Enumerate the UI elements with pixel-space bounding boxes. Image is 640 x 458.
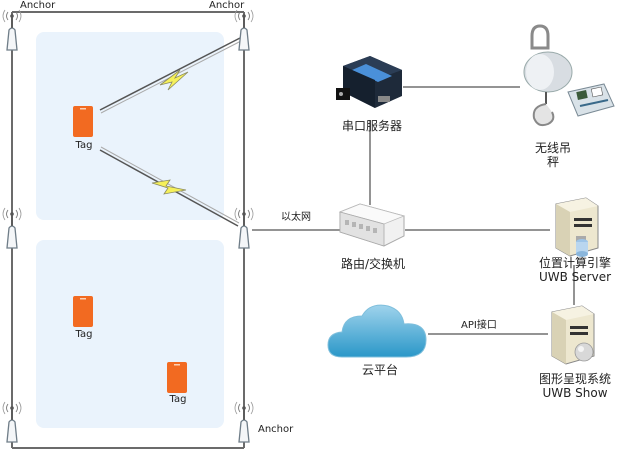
anchor-icon xyxy=(238,225,250,249)
wireless-scale-label: 无线吊 秤 xyxy=(534,141,572,169)
lightning-icon xyxy=(151,179,187,195)
anchor-icon xyxy=(238,27,250,51)
wireless-scale-icon[interactable] xyxy=(523,24,615,127)
tag-device-icon xyxy=(167,362,187,393)
zone-lower xyxy=(36,240,224,428)
anchor-2[interactable] xyxy=(234,9,254,51)
tag-device-icon xyxy=(73,106,93,137)
tag-label-3: Tag xyxy=(169,394,187,405)
anchor-6[interactable] xyxy=(234,401,254,443)
switch-label: 路由/交换机 xyxy=(340,257,406,271)
network-lines xyxy=(252,86,575,335)
anchor-icon xyxy=(6,27,18,51)
switch-icon[interactable] xyxy=(338,203,406,247)
tag-1[interactable] xyxy=(73,106,93,137)
tag-3[interactable] xyxy=(167,362,187,393)
anchor-5[interactable] xyxy=(2,401,22,443)
anchor-label-top-left: Anchor xyxy=(20,0,56,11)
tag-label-2: Tag xyxy=(75,329,93,340)
signal-link-upper xyxy=(99,37,242,114)
cloud-label: 云平台 xyxy=(361,363,399,377)
tag-label-1: Tag xyxy=(75,140,93,151)
anchors xyxy=(2,9,254,443)
anchor-4[interactable] xyxy=(234,207,254,249)
display-server-icon[interactable] xyxy=(551,305,595,365)
location-server-icon[interactable] xyxy=(555,197,599,257)
anchor-3[interactable] xyxy=(2,207,22,249)
anchor-label-bottom-right: Anchor xyxy=(258,424,294,435)
anchor-icon xyxy=(6,419,18,443)
display-system-label: 图形呈现系统 UWB Show xyxy=(538,372,612,400)
signal-link-lower xyxy=(99,146,240,227)
lightning-icon xyxy=(159,69,189,91)
serial-server-label: 串口服务器 xyxy=(341,119,403,133)
location-engine-label: 位置计算引擎 UWB Server xyxy=(538,256,612,284)
anchor-1[interactable] xyxy=(2,9,22,51)
anchor-label-top-right: Anchor xyxy=(209,0,245,11)
tag-device-icon xyxy=(73,296,93,327)
anchor-icon xyxy=(238,419,250,443)
cloud-icon[interactable] xyxy=(327,304,427,358)
api-label: API接口 xyxy=(461,320,497,331)
tag-2[interactable] xyxy=(73,296,93,327)
ethernet-label: 以太网 xyxy=(281,212,311,223)
anchor-icon xyxy=(6,225,18,249)
serial-server-icon[interactable] xyxy=(336,56,402,108)
